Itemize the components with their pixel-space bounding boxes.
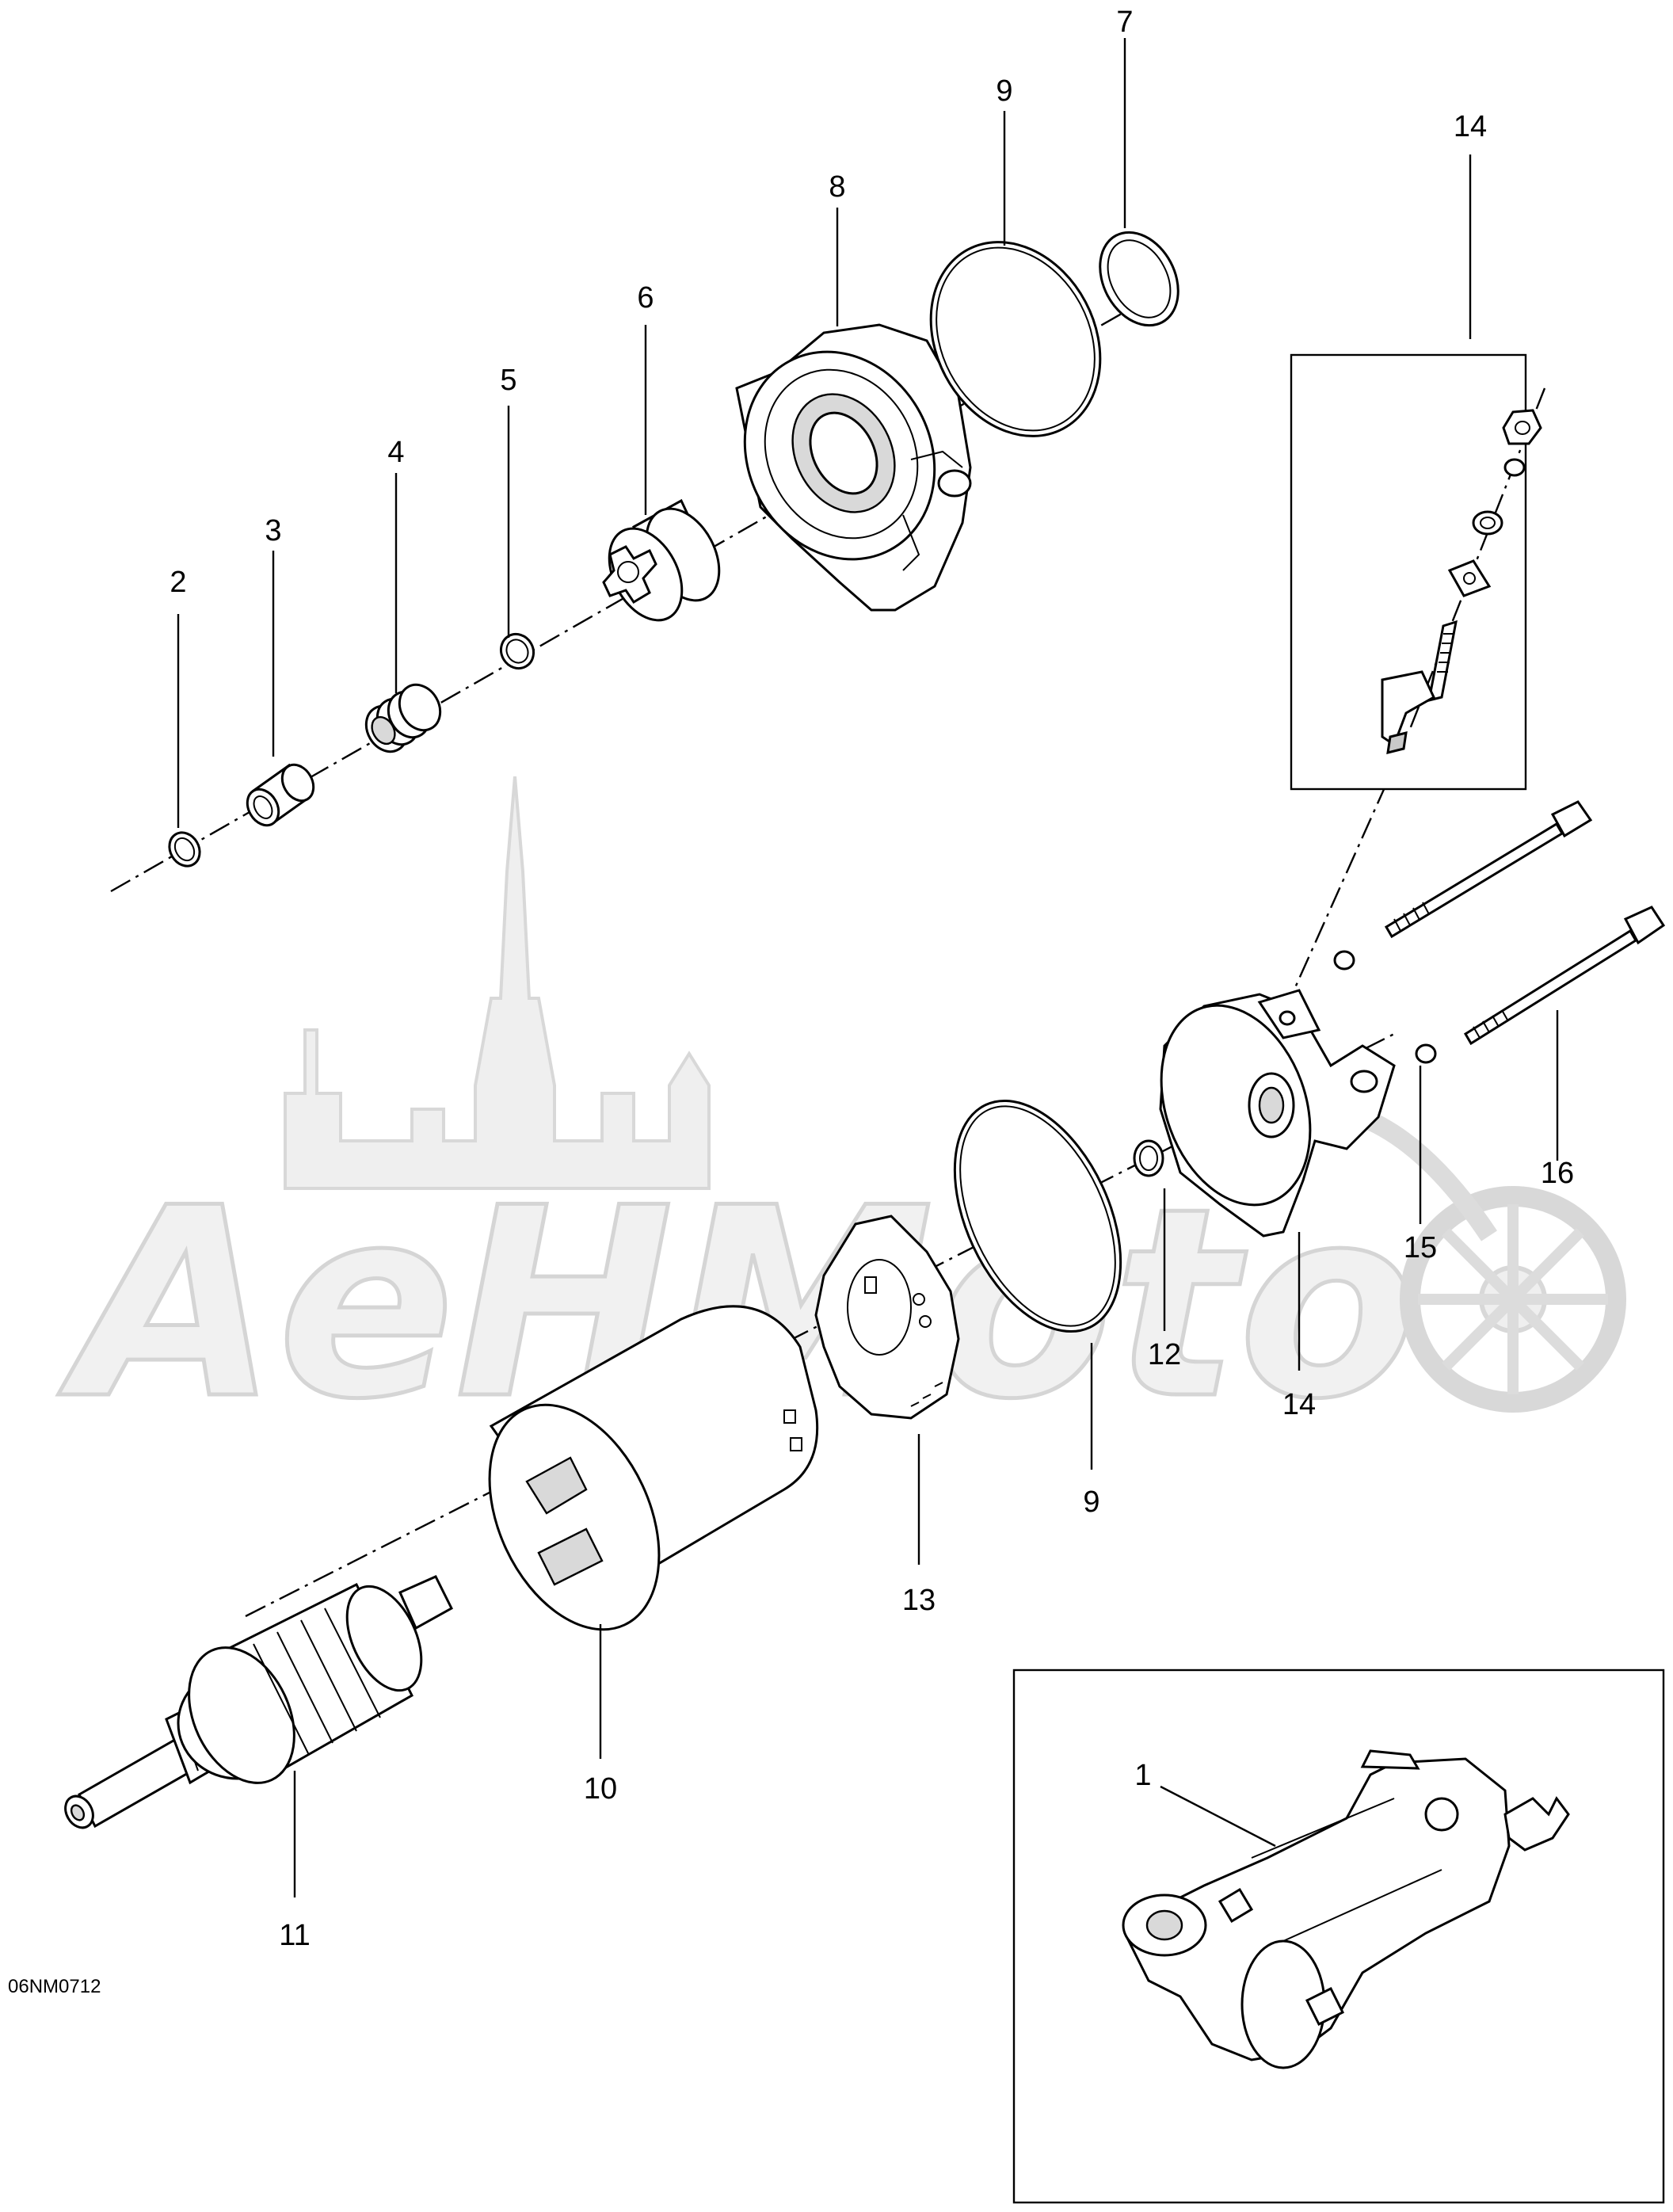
part-drive-end-housing	[735, 323, 972, 612]
callout-labels: 2 3 4 5 6 8 9 7 14 16 15 12 14 9 13 10 1…	[170, 6, 1574, 1952]
part-sleeve	[246, 763, 315, 827]
callout-2: 2	[170, 566, 186, 599]
callout-9-upper: 9	[996, 74, 1012, 108]
callout-11: 11	[279, 1919, 310, 1952]
watermark: AeHMoto	[53, 776, 1626, 1459]
callout-7: 7	[1116, 6, 1133, 39]
callout-1: 1	[1134, 1759, 1151, 1792]
part-terminal-kit	[1381, 387, 1546, 755]
callout-16: 15	[1404, 1231, 1437, 1264]
part-drive-pinion	[602, 498, 721, 622]
callout-15: 14	[1454, 110, 1487, 143]
callout-12: 12	[1148, 1338, 1181, 1371]
part-brush-plate	[814, 1215, 960, 1420]
callout-13: 13	[902, 1584, 936, 1617]
part-brush-end-housing	[1159, 989, 1396, 1238]
callout-leaders	[177, 38, 1559, 1897]
callout-17: 16	[1541, 1157, 1574, 1190]
part-armature	[64, 1575, 453, 1829]
callout-9-lower: 9	[1083, 1485, 1099, 1519]
watermark-castle-silhouette	[284, 776, 711, 1190]
callout-8: 8	[829, 170, 845, 204]
part-spring	[364, 683, 442, 753]
part-frame-yoke	[488, 1305, 819, 1631]
part-ring-5	[499, 632, 535, 670]
part-ring-12	[1133, 1139, 1164, 1177]
callout-5: 5	[500, 364, 516, 397]
terminal-to-housing-axis	[1282, 748, 1404, 1015]
part-ring-7	[1099, 231, 1179, 327]
terminal-kit-box	[1290, 353, 1527, 791]
part-starter-assembled	[1122, 1749, 1570, 2069]
callout-6: 6	[637, 281, 654, 315]
callout-4: 4	[387, 436, 404, 469]
callout-10: 10	[584, 1772, 617, 1806]
callout-3: 3	[265, 514, 281, 547]
figure-code: 06NM0712	[8, 1976, 101, 1997]
part-through-bolts	[1333, 800, 1666, 1064]
callout-14: 14	[1282, 1388, 1316, 1421]
part-o-ring-upper	[929, 241, 1102, 437]
watermark-text: AeHMoto	[55, 1152, 1418, 1456]
part-circlip	[168, 831, 201, 868]
part-o-ring-lower	[953, 1099, 1122, 1333]
